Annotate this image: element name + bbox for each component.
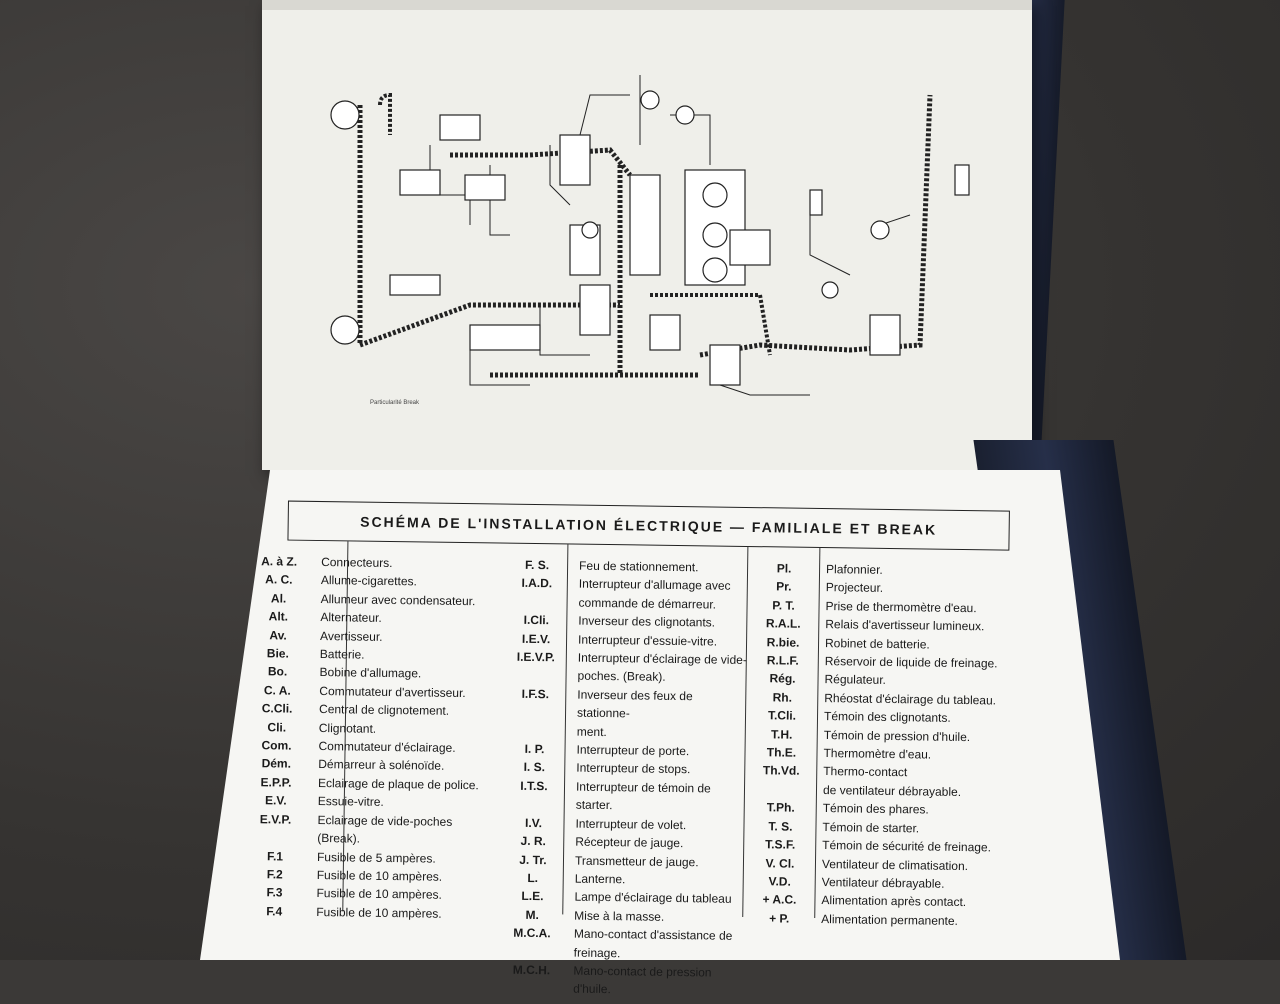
legend-abbreviation: I. S. [523, 760, 546, 775]
legend-abbreviation: F.4 [266, 904, 283, 919]
legend-definition: Interrupteur de stops. [576, 761, 691, 777]
legend-abbreviation: Com. [261, 738, 292, 753]
legend-definition: Mano-contact d'assistance de freinage. [573, 926, 733, 960]
legend-definition: Fusible de 10 ampères. [316, 904, 442, 921]
diagram-caption: Particularité Break [370, 400, 420, 406]
legend-abbreviation: I.A.D. [521, 576, 553, 591]
legend-definition: Mise à la masse. [574, 908, 665, 924]
legend-abbreviation: Pl. [776, 561, 792, 576]
legend-abbreviation: I.E.V.P. [516, 649, 555, 665]
legend-abbreviation: F.3 [266, 885, 283, 900]
legend-entry: I.E.V.P. Interrupteur d'éclairage de vide… [503, 648, 748, 688]
legend-definition: Mano-contact de pression d'huile. [573, 963, 712, 997]
legend-abbreviation: E.V. [264, 793, 287, 808]
legend-abbreviation: I.T.S. [520, 778, 548, 794]
legend-abbreviation: Pr. [776, 579, 792, 595]
legend-abbreviation: Al. [270, 591, 287, 606]
legend-abbreviation: Bo. [267, 664, 288, 680]
legend-abbreviation: Bie. [266, 646, 289, 661]
legend-abbreviation: C.Cli. [261, 701, 293, 716]
legend-abbreviation: T.Cli. [767, 708, 797, 723]
legend-definition: Interrupteur de témoin de starter. [575, 779, 711, 813]
legend-abbreviation: I.F.S. [521, 686, 550, 702]
legend-definition: Eclairage de vide-poches (Break). [317, 812, 453, 846]
legend-abbreviation: T.H. [771, 726, 793, 742]
legend-abbreviation: J. Tr. [519, 852, 547, 867]
legend-abbreviation: F.1 [266, 848, 284, 864]
legend-abbreviation: M. [525, 907, 540, 922]
legend-abbreviation: Rég. [769, 671, 796, 687]
legend-abbreviation: C. A. [263, 683, 291, 698]
legend-entry: F.4 Fusible de 10 ampères. [242, 902, 492, 924]
legend-abbreviation: F. S. [525, 557, 550, 573]
legend-column-2: F. S.Feu de stationnement.I.A.D.Interrup… [499, 556, 750, 1001]
legend-abbreviation: A. à Z. [261, 554, 298, 569]
legend-definition: Interrupteur de porte. [576, 742, 690, 759]
legend-abbreviation: Th.E. [766, 745, 797, 760]
legend-abbreviation: A. C. [265, 572, 293, 588]
legend-entry: + P. Alimentation permanente. [747, 909, 1007, 931]
wiring-diagram [330, 75, 970, 396]
legend-definition: Interrupteur d'allumage avec commande de… [578, 577, 731, 612]
legend-abbreviation: Rh. [772, 690, 793, 705]
legend-abbreviation: Cli. [267, 719, 287, 735]
legend-entry: M.C.H. Mano-contact de pression d'huile. [499, 960, 744, 1000]
legend-abbreviation: Av. [269, 627, 287, 643]
legend-abbreviation: I.Cli. [523, 613, 550, 628]
legend-abbreviation: L.E. [521, 889, 544, 904]
legend-definition: Inverseur des clignotants. [578, 613, 716, 630]
legend-abbreviation: T.Ph. [766, 800, 795, 815]
legend-column-3: Pl.Plafonnier.Pr.Projecteur.P. T.Prise d… [747, 559, 1012, 931]
legend-abbreviation: L. [527, 870, 539, 885]
page-edge [262, 0, 1032, 10]
legend-entry: I.A.D. Interrupteur d'allumage avec comma… [504, 574, 749, 614]
legend-definition: Inverseur des feux de stationne- ment. [576, 687, 693, 739]
legend-abbreviation: I.V. [524, 815, 543, 830]
legend-abbreviation: + A.C. [762, 892, 797, 908]
legend-abbreviation: M.C.A. [513, 925, 551, 941]
legend-abbreviation: V.D. [768, 874, 791, 889]
legend-entry: M.C.A. Mano-contact d'assistance de frein… [500, 924, 745, 964]
legend-abbreviation: + P. [769, 911, 790, 926]
legend-abbreviation: R.A.L. [765, 616, 801, 631]
legend-entry: E.V.P. Eclairage de vide-poches (Break). [243, 810, 493, 850]
legend-abbreviation: Th.Vd. [762, 763, 800, 779]
legend-page [200, 470, 1120, 960]
legend-abbreviation: T.S.F. [765, 837, 796, 852]
legend-definition: Thermo-contact de ventilateur débrayable… [822, 764, 962, 799]
legend-definition: Interrupteur d'éclairage de vide- poches… [577, 650, 747, 685]
legend-abbreviation: E.P.P. [260, 775, 292, 790]
legend-column-1: A. à Z.Connecteurs.A. C.Allume-cigarette… [242, 552, 497, 924]
legend-entry: I.F.S. Inverseur des feux de stationne- m… [503, 684, 749, 743]
legend-abbreviation: V. Cl. [765, 855, 795, 871]
legend-abbreviation: Alt. [268, 609, 289, 624]
legend-abbreviation: M.C.H. [512, 962, 551, 978]
legend-table: SCHÉMA DE L'INSTALLATION ÉLECTRIQUE — FA… [242, 500, 1010, 996]
legend-entry: Th.Vd. Thermo-contact de ventilateur débr… [749, 761, 1009, 801]
legend-definition: Alimentation permanente. [821, 911, 959, 928]
legend-abbreviation: E.V.P. [259, 811, 292, 827]
legend-entry: I.T.S. Interrupteur de témoin de starter. [502, 776, 747, 816]
legend-abbreviation: I. P. [524, 741, 545, 757]
legend-abbreviation: Dém. [261, 756, 292, 772]
legend-abbreviation: T. S. [768, 818, 793, 834]
legend-abbreviation: R.L.F. [766, 653, 799, 668]
legend-abbreviation: I.E.V. [521, 631, 551, 646]
legend-abbreviation: F.2 [266, 867, 283, 882]
legend-abbreviation: J. R. [520, 833, 547, 849]
legend-abbreviation: P. T. [772, 598, 795, 613]
legend-abbreviation: R.bie. [766, 634, 800, 650]
legend-definition: Interrupteur d'essuie-vitre. [577, 632, 718, 649]
